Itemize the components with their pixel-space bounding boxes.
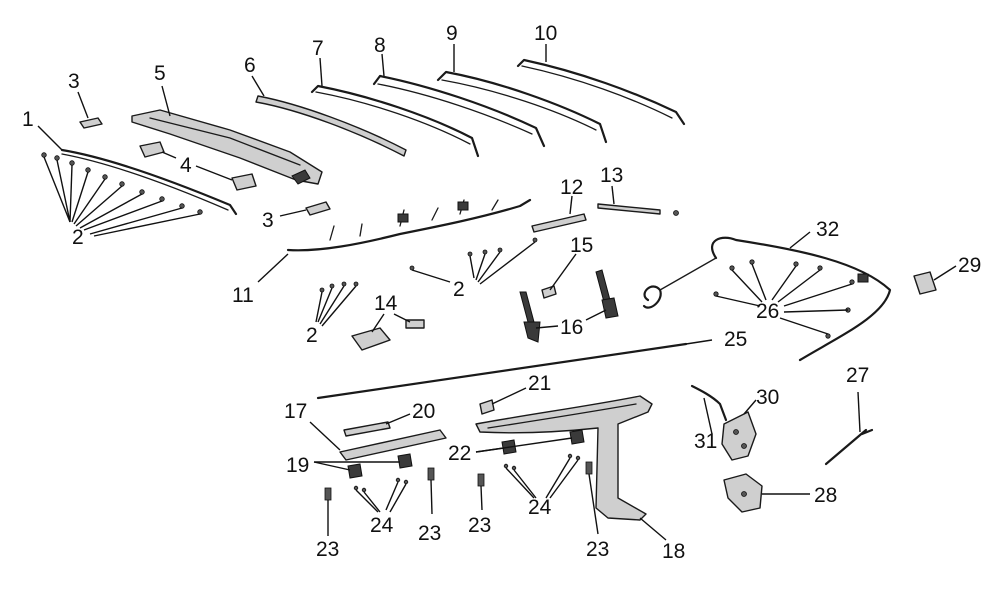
callout-10: 10 <box>534 22 557 45</box>
part-fasteners-group-c <box>319 281 359 293</box>
callout-8: 8 <box>374 34 386 57</box>
part-striker-plate <box>723 473 763 513</box>
callout-30: 30 <box>756 386 779 409</box>
callout-21: 21 <box>528 372 551 395</box>
part-strut-12 <box>531 213 587 233</box>
callout-32: 32 <box>816 218 839 241</box>
part-rod-27 <box>824 428 874 466</box>
part-latch-30 <box>721 411 757 461</box>
callout-16: 16 <box>560 316 583 339</box>
callout-23-c: 23 <box>468 514 491 537</box>
callout-5: 5 <box>154 62 166 85</box>
callout-26: 26 <box>756 300 779 323</box>
part-side-frame <box>475 395 653 521</box>
part-handle-left <box>519 291 541 343</box>
part-small-bracket <box>541 285 557 299</box>
part-latch-module <box>351 319 425 351</box>
callout-6: 6 <box>244 54 256 77</box>
part-clip-upper <box>79 117 103 129</box>
callout-31: 31 <box>694 430 717 453</box>
callout-17: 17 <box>284 400 307 423</box>
part-roof-bow-6 <box>255 95 407 157</box>
part-bracket-21 <box>479 399 495 415</box>
part-fasteners-group-b <box>409 237 538 271</box>
callout-1: 1 <box>22 108 34 131</box>
parts-layer <box>41 58 937 521</box>
part-cable-31 <box>690 384 728 422</box>
callout-18: 18 <box>662 540 685 563</box>
part-seal-strip <box>316 342 688 400</box>
callout-2-c: 2 <box>306 324 318 347</box>
callout-3-b: 3 <box>262 209 274 232</box>
part-bracket-20 <box>343 421 391 437</box>
part-roof-bow-8 <box>372 74 546 148</box>
callout-14: 14 <box>374 292 398 315</box>
part-hinges-19 <box>347 453 413 479</box>
part-screws-24 <box>353 453 581 493</box>
callout-24-a: 24 <box>370 514 394 537</box>
part-roof-bow-7 <box>310 84 480 158</box>
part-clips-26 <box>713 259 855 339</box>
part-handle-right <box>595 269 619 319</box>
callout-25: 25 <box>724 328 747 351</box>
callout-2-b: 2 <box>453 278 465 301</box>
callout-3-a: 3 <box>68 70 80 93</box>
callout-23-d: 23 <box>586 538 609 561</box>
callout-12: 12 <box>560 176 583 199</box>
part-side-rail-left <box>339 429 447 461</box>
part-rear-wire <box>642 236 892 362</box>
leader-lines <box>37 44 957 541</box>
part-bracket-left <box>139 141 257 191</box>
callout-23-b: 23 <box>418 522 441 545</box>
part-roof-bow-9 <box>436 70 608 144</box>
callout-7: 7 <box>312 37 324 60</box>
part-wiring-harness <box>286 198 532 252</box>
part-windshield-trim <box>60 148 238 216</box>
callout-11: 11 <box>232 284 254 307</box>
callout-22: 22 <box>448 442 471 465</box>
callout-28: 28 <box>814 484 837 507</box>
callout-27: 27 <box>846 364 869 387</box>
callout-13: 13 <box>600 164 623 187</box>
callout-labels: 1 2 2 2 3 3 4 5 6 7 8 9 10 11 12 13 14 1… <box>22 22 981 563</box>
part-connector <box>913 271 937 295</box>
part-roof-bow-10 <box>516 58 686 126</box>
part-front-header-panel <box>131 109 323 185</box>
callout-19: 19 <box>286 454 309 477</box>
callout-20: 20 <box>412 400 435 423</box>
callout-29: 29 <box>958 254 981 277</box>
callout-2-a: 2 <box>72 226 84 249</box>
part-strut-13 <box>597 203 679 216</box>
callout-4: 4 <box>180 154 192 177</box>
part-clip-lower <box>305 201 331 216</box>
callout-23-a: 23 <box>316 538 339 561</box>
callout-9: 9 <box>446 22 458 45</box>
callout-24-b: 24 <box>528 496 552 519</box>
callout-15: 15 <box>570 234 593 257</box>
